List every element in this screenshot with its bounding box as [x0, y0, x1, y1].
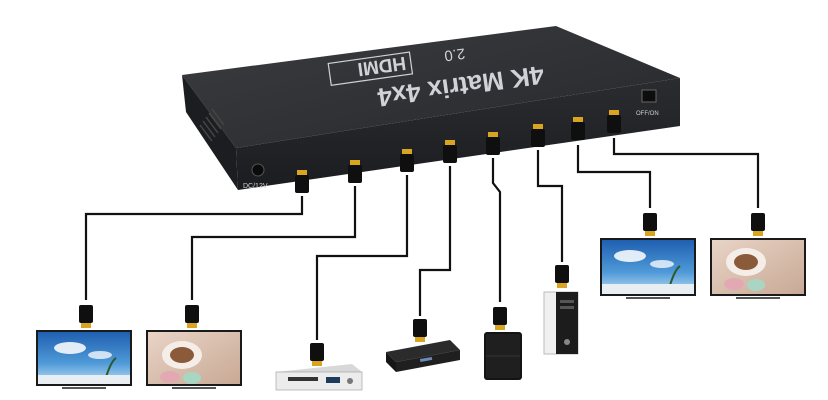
tv-display-3	[600, 238, 696, 299]
version-label: 2.0	[443, 44, 466, 64]
vent-slots	[199, 108, 225, 142]
cable-end-plug-pc-tower	[555, 265, 569, 288]
device-port-plug-1	[295, 170, 309, 193]
game-console	[484, 332, 522, 380]
cable-in-3	[491, 158, 502, 302]
device-port-plug-4	[443, 140, 457, 163]
cable-in-4	[536, 150, 564, 262]
cable-out-2	[190, 186, 357, 300]
switch-label: OFF/ON	[636, 111, 659, 117]
cable-in-2	[418, 166, 452, 316]
hdmi-cables	[84, 138, 760, 340]
power-label: DC/12V	[243, 183, 268, 190]
tv-display-1	[36, 330, 132, 389]
cable-out-4	[612, 138, 760, 208]
device-port-plug-7	[571, 117, 585, 140]
cable-out-1	[84, 196, 304, 300]
device-top-face	[182, 26, 680, 148]
cable-in-1	[315, 175, 409, 340]
pc-tower	[543, 291, 579, 355]
cable-end-plug-game-console	[493, 307, 507, 330]
tv-display-4	[710, 238, 806, 299]
device-left-side	[182, 75, 238, 190]
cable-end-plug-dvd-player	[310, 343, 324, 366]
cable-end-plug-set-top-box	[413, 319, 427, 342]
device-port-plug-6	[531, 124, 545, 147]
device-port-plug-5	[486, 132, 500, 155]
tv-display-2	[146, 330, 242, 389]
device-port-plug-2	[348, 160, 362, 183]
set-top-box	[386, 340, 460, 372]
cable-end-plug-tv-2	[185, 305, 199, 328]
hdmi-logo-box	[327, 51, 414, 86]
hdmi-matrix-switch: 4K Matrix 4x4 2.0 HDMI DC/12V OFF/ON	[182, 26, 680, 190]
cable-end-plugs	[79, 213, 765, 366]
dvd-player	[275, 364, 363, 391]
cable-out-3	[576, 145, 652, 208]
cable-end-plug-tv-1	[79, 305, 93, 328]
device-port-plug-8	[607, 110, 621, 133]
cable-end-plug-tv-3	[643, 213, 657, 236]
port-plugs	[295, 110, 621, 193]
cable-end-plug-tv-4	[751, 213, 765, 236]
device-port-plug-3	[400, 149, 414, 172]
device-front-face	[236, 78, 680, 190]
power-jack	[251, 163, 265, 177]
power-switch	[641, 89, 657, 103]
